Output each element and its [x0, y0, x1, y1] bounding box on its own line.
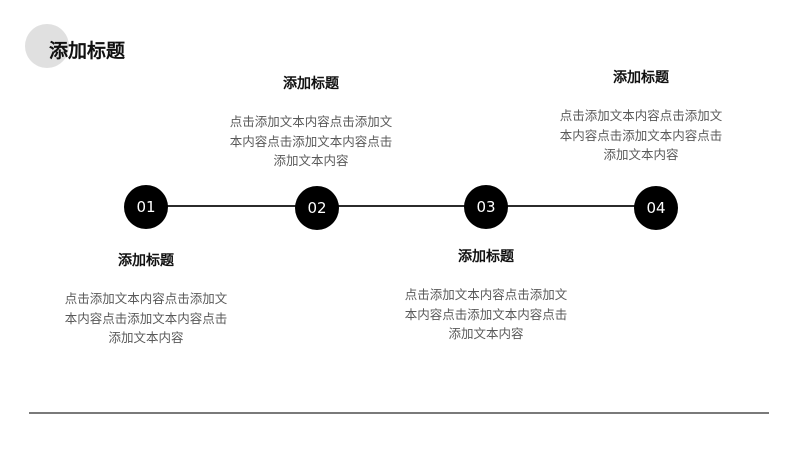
item-body-text[interactable]: 点击添加文本内容点击添加文本内容点击添加文本内容点击添加文本内容 — [229, 114, 393, 168]
timeline-item-1: 添加标题 点击添加文本内容点击添加文本内容点击添加文本内容点击添加文本内容 — [51, 251, 241, 348]
timeline-node-01[interactable]: 01 — [124, 185, 168, 229]
item-heading[interactable]: 添加标题 — [283, 76, 339, 92]
item-body-text[interactable]: 点击添加文本内容点击添加文本内容点击添加文本内容点击添加文本内容 — [559, 108, 723, 162]
page-title[interactable]: 添加标题 — [49, 40, 126, 62]
title-decor-circle — [25, 24, 69, 68]
timeline-item-3: 添加标题 点击添加文本内容点击添加文本内容点击添加文本内容点击添加文本内容 — [391, 247, 581, 344]
item-body-text[interactable]: 点击添加文本内容点击添加文本内容点击添加文本内容点击添加文本内容 — [404, 287, 568, 341]
timeline-node-04[interactable]: 04 — [634, 186, 678, 230]
timeline-node-03[interactable]: 03 — [464, 185, 508, 229]
item-body-text[interactable]: 点击添加文本内容点击添加文本内容点击添加文本内容点击添加文本内容 — [64, 291, 228, 345]
timeline-line — [146, 205, 656, 207]
item-heading[interactable]: 添加标题 — [613, 70, 669, 86]
bottom-divider — [29, 412, 769, 414]
timeline-item-2: 添加标题 点击添加文本内容点击添加文本内容点击添加文本内容点击添加文本内容 — [216, 74, 406, 171]
item-heading[interactable]: 添加标题 — [458, 249, 514, 265]
item-heading[interactable]: 添加标题 — [118, 253, 174, 269]
timeline-node-02[interactable]: 02 — [295, 186, 339, 230]
timeline-item-4: 添加标题 点击添加文本内容点击添加文本内容点击添加文本内容点击添加文本内容 — [546, 68, 736, 165]
